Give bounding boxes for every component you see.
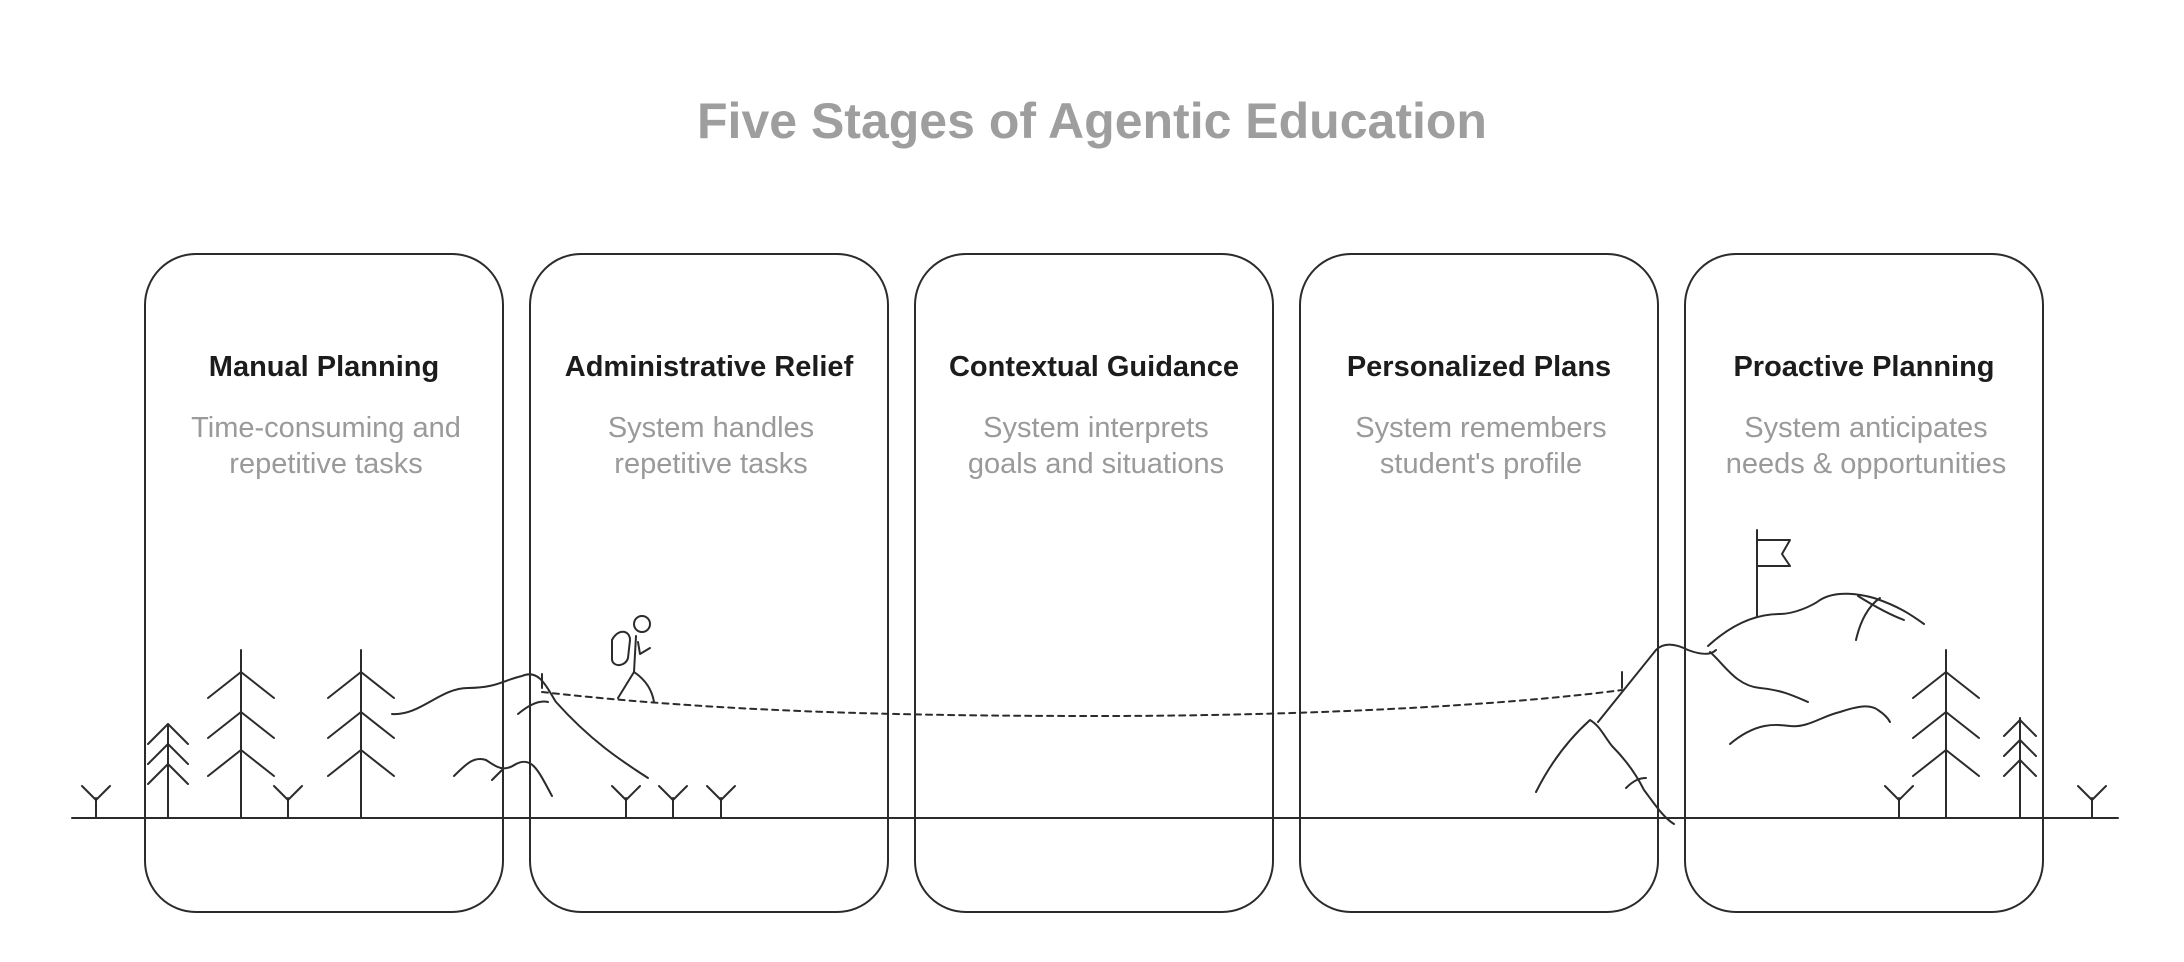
stage-title: Manual Planning (146, 351, 502, 384)
stage-title: Contextual Guidance (916, 351, 1272, 384)
stage-description: System interprets goals and situations (926, 410, 1266, 482)
stage-title: Proactive Planning (1686, 351, 2042, 384)
stage-card-personalized-plans: Personalized Plans System remembers stud… (1299, 253, 1659, 913)
stage-description: System handles repetitive tasks (541, 410, 881, 482)
stage-card-proactive-planning: Proactive Planning System anticipates ne… (1684, 253, 2044, 913)
stage-card-manual-planning: Manual Planning Time-consuming and repet… (144, 253, 504, 913)
sprout-icon (2078, 786, 2106, 818)
stage-card-administrative-relief: Administrative Relief System handles rep… (529, 253, 889, 913)
sprout-icon (82, 786, 110, 818)
stage-card-contextual-guidance: Contextual Guidance System interprets go… (914, 253, 1274, 913)
stage-title: Administrative Relief (531, 351, 887, 384)
stage-description: System remembers student's profile (1311, 410, 1651, 482)
stage-title: Personalized Plans (1301, 351, 1657, 384)
stage-description: Time-consuming and repetitive tasks (156, 410, 496, 482)
stage-description: System anticipates needs & opportunities (1696, 410, 2036, 482)
